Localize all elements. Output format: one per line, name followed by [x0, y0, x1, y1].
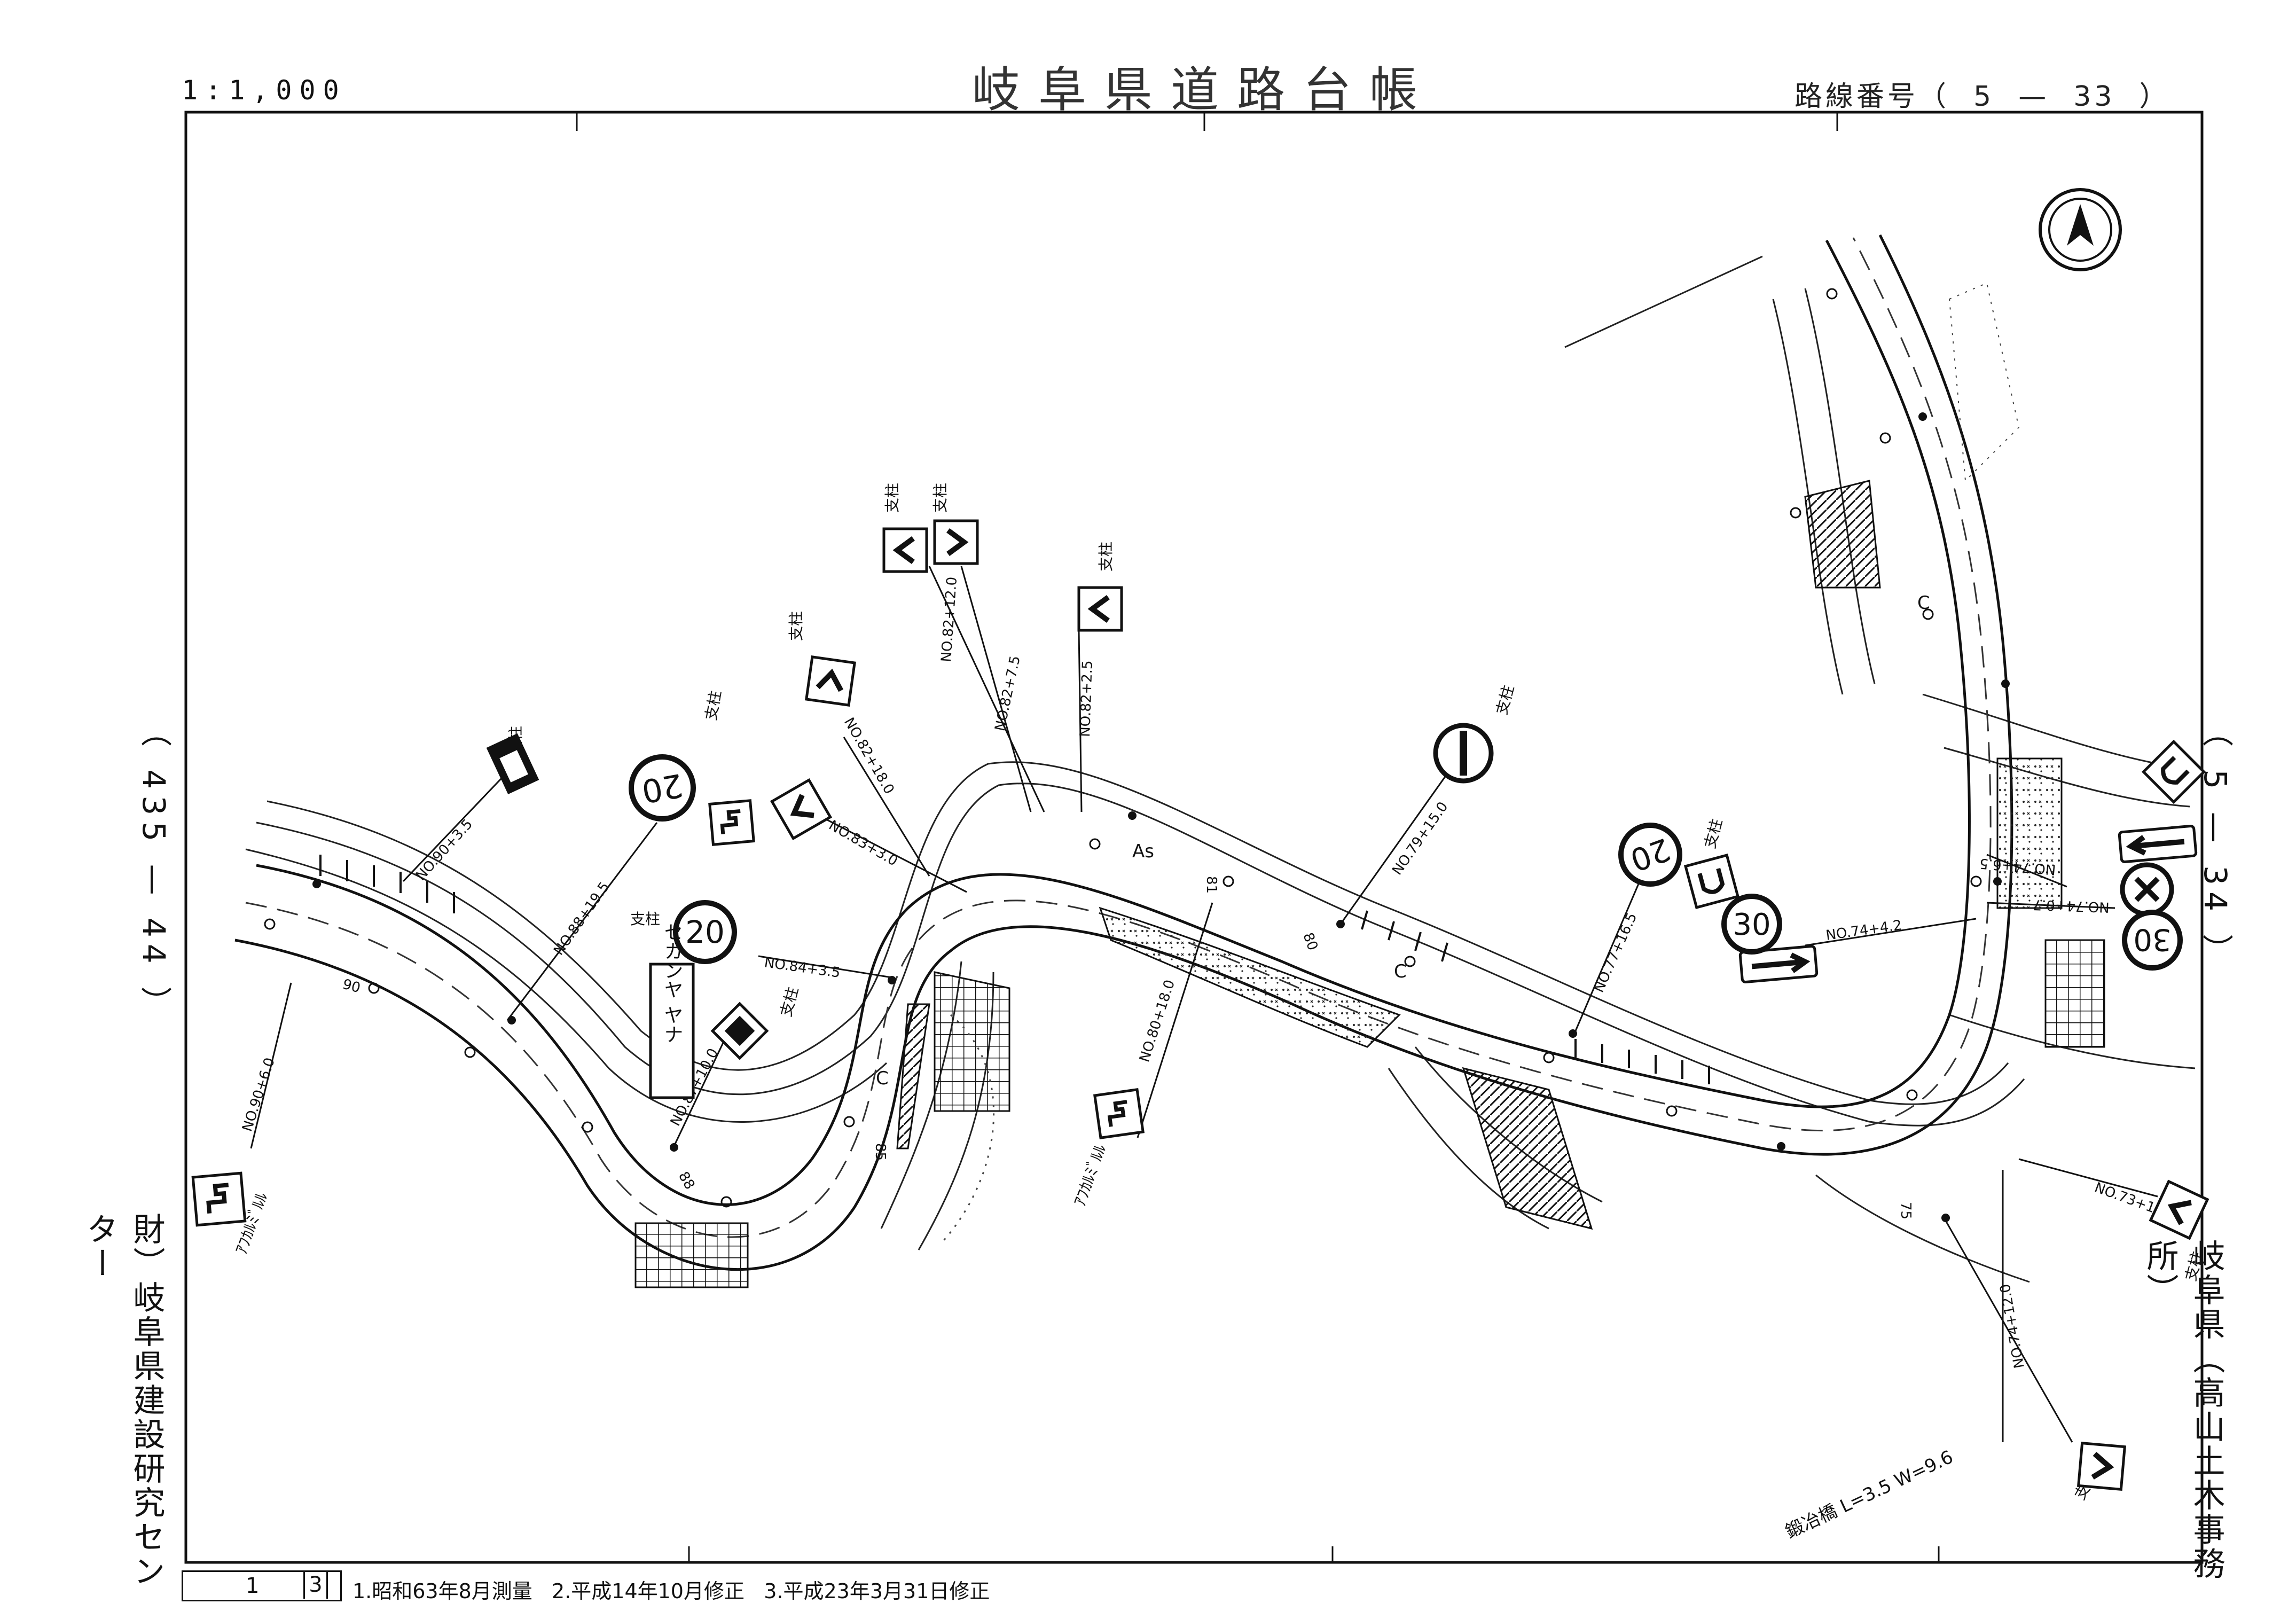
station-label: NO.82+2.5	[1077, 660, 1096, 737]
station-label: NO.80+18.0	[1137, 978, 1178, 1064]
dotted-area	[1099, 906, 1401, 1048]
page-title: 岐阜県道路台帳	[972, 62, 1436, 118]
chain-mark: 85	[872, 1143, 888, 1161]
no-entry-sign	[1433, 723, 1494, 784]
chain-mark: 88	[675, 1169, 698, 1193]
stippled-terrain	[939, 1014, 995, 1246]
vertical-sign-text: セカンヤ ヤナ	[661, 922, 683, 1043]
chevron-left-sign	[2149, 1179, 2209, 1240]
contour-lines	[245, 255, 2196, 1283]
chain-mark: 81	[1203, 876, 1219, 894]
center-marks: C C C	[876, 592, 1930, 1089]
north-arrow-icon	[2039, 188, 2122, 271]
one-way-arrow-sign	[1738, 945, 1819, 983]
station-label: NO.88+19.5	[551, 879, 613, 958]
speed-limit-value: 20	[639, 766, 685, 810]
revision-notes: 1.昭和63年8月測量 2.平成14年10月修正 3.平成23年3月31日修正	[352, 1579, 990, 1603]
sheet-number: 1	[246, 1574, 260, 1598]
support-label: 支柱	[1701, 817, 1726, 850]
winding-road-sign	[1093, 1088, 1145, 1140]
chain-mark: 75	[1898, 1202, 1914, 1219]
support-label: 支柱	[931, 483, 949, 513]
station-label: NO.74+12.0	[1997, 1282, 2028, 1370]
slope-hatch	[896, 1003, 930, 1149]
map-maker: 財）岐阜県建設研究センター	[81, 1213, 165, 1589]
speed-limit-value: 20	[685, 914, 725, 950]
support-label: 支柱	[1493, 683, 1517, 717]
support-label: 支柱	[630, 910, 660, 928]
speed-limit-value: 30	[2133, 922, 2171, 957]
surface-label: As	[1132, 841, 1154, 862]
speed-limit-sign: 30	[1721, 894, 1782, 955]
speed-limit-sign: 20	[1618, 823, 1682, 887]
map-frame	[184, 111, 2204, 1564]
chain-mark: 80	[1299, 930, 1321, 952]
retaining-wall-grid	[934, 971, 1010, 1112]
bridge-label: 鍛冶橋 L=3.5 W=9.6	[1782, 1446, 1956, 1543]
station-label: NO.82+12.0	[938, 576, 960, 663]
no-entry-sign	[2120, 862, 2174, 917]
speed-limit-sign: 30	[2122, 910, 2183, 971]
stippled-terrain	[1948, 282, 2020, 482]
dotted-area	[1996, 757, 2063, 909]
one-way-arrow-sign	[2118, 825, 2198, 863]
station-label: NO.84+3.5	[763, 955, 841, 981]
chevron-right-sign	[933, 519, 979, 565]
support-label: 支柱	[1097, 542, 1115, 572]
station-label: NO.82+18.0	[841, 715, 897, 797]
center-mark: C	[1917, 592, 1930, 614]
center-mark: C	[876, 1068, 889, 1089]
speed-limit-sign: 20	[673, 900, 737, 964]
u-turn-sign	[1683, 853, 1740, 910]
adjacent-sheet-left: （ 435 — 44 ）	[136, 716, 172, 1024]
mirror-label: ｱﾌｶﾙﾐﾞﾙﾙ	[1071, 1142, 1110, 1209]
chevron-right-sign	[2076, 1441, 2127, 1491]
warning-sign	[710, 1002, 769, 1060]
station-label: NO.83+3.0	[826, 817, 900, 870]
road-center-line	[245, 237, 1992, 1238]
station-label: NO.90+6.0	[239, 1056, 278, 1134]
vertical-text-sign: セカンヤ ヤナ	[649, 922, 695, 1099]
speed-limit-sign: 20	[629, 754, 696, 822]
map-scale: 1:1,000	[182, 75, 347, 106]
support-label: 支柱	[883, 483, 901, 513]
u-turn-sign	[2141, 739, 2206, 804]
station-leaders	[250, 566, 2158, 1443]
small-markers	[264, 288, 1982, 1208]
slope-hatch	[1462, 1067, 1593, 1230]
station-label: NO.77+16.5	[1591, 911, 1640, 995]
winding-road-sign	[708, 799, 755, 846]
chain-mark: 90	[341, 976, 362, 997]
support-label: 支柱	[787, 611, 805, 641]
sheet-number-box	[182, 1570, 342, 1601]
chevron-up-sign	[804, 655, 857, 707]
station-label: NO.74+0.7	[2033, 896, 2110, 915]
support-label: 支柱	[702, 689, 724, 722]
center-mark: C	[1394, 961, 1407, 982]
route-number: 路線番号（ 5 — 33 ）	[1795, 81, 2170, 113]
chevron-left-sign	[770, 778, 833, 841]
survey-points	[312, 412, 2010, 1222]
curb-ticks	[319, 855, 1710, 1084]
winding-road-sign	[191, 1171, 247, 1227]
office-name: 岐阜県（高山土木事務所）	[2141, 1239, 2225, 1581]
support-label: 支柱	[777, 985, 802, 1019]
chevron-left-sign	[882, 527, 928, 573]
retaining-wall-grid	[2044, 939, 2105, 1048]
speed-limit-value: 30	[1733, 908, 1770, 942]
reflector-sign	[486, 733, 539, 795]
chevron-left-sign	[1077, 586, 1123, 632]
slope-hatch	[1804, 480, 1881, 589]
frame-ticks	[576, 112, 1940, 1562]
station-label: NO.74+4.2	[1825, 917, 1903, 944]
retaining-wall-grid	[634, 1222, 749, 1288]
sheet-total: 3	[303, 1571, 328, 1599]
station-label: NO.90+3.5	[413, 816, 476, 884]
